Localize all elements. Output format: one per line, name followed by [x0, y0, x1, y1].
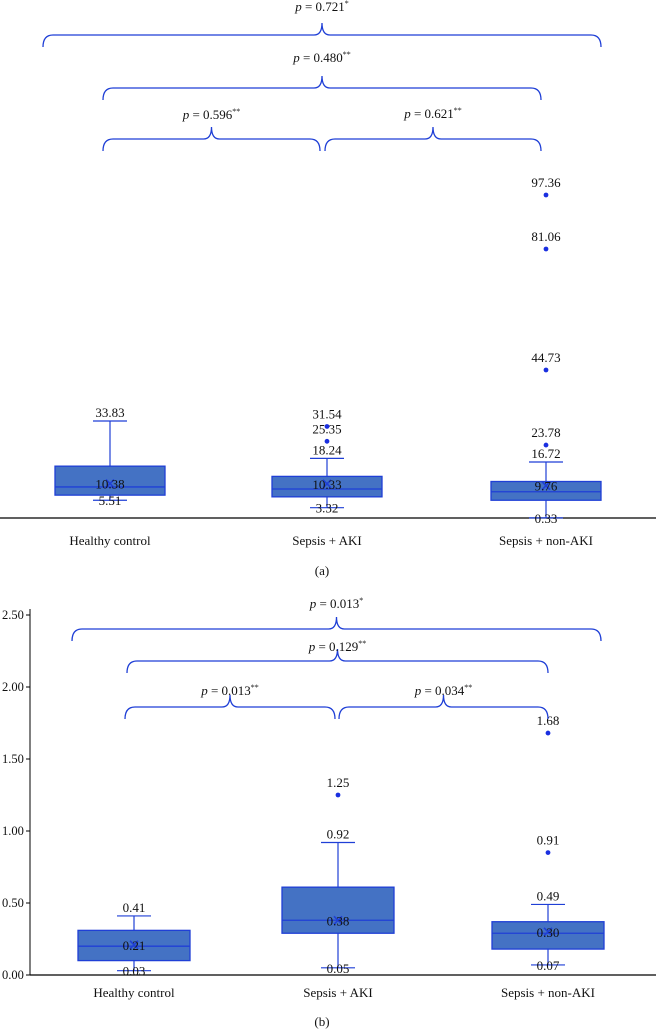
min-label: 0.07	[537, 958, 560, 973]
category-label: Sepsis + non-AKI	[501, 985, 595, 1000]
mean-label: 10.33	[312, 477, 341, 492]
box	[54, 465, 166, 496]
outlier-label: 0.91	[537, 833, 560, 848]
y-tick-label: 0.00	[2, 968, 24, 982]
category-label: Sepsis + AKI	[303, 985, 372, 1000]
comparison-brace	[338, 694, 549, 720]
p-value-label: p = 0.596**	[182, 107, 241, 122]
comparison-brace	[124, 694, 336, 720]
category-label: Sepsis + AKI	[292, 533, 361, 548]
outlier-label: 1.68	[537, 713, 560, 728]
outlier-label: 31.54	[312, 406, 342, 421]
mean-marker	[543, 927, 553, 937]
y-tick-label: 2.50	[2, 608, 24, 622]
outlier-point	[543, 442, 549, 448]
mean-label: 10.38	[95, 477, 124, 492]
outlier-point	[543, 367, 549, 373]
min-label: 0.33	[535, 511, 558, 526]
outlier-point	[545, 730, 551, 736]
category-label: Healthy control	[93, 985, 175, 1000]
min-label: 0.03	[123, 964, 146, 979]
mean-marker	[129, 940, 139, 950]
comparison-brace	[102, 75, 542, 101]
panel-label: (a)	[315, 563, 329, 578]
y-tick-label: 0.50	[2, 896, 24, 910]
category-label: Healthy control	[69, 533, 151, 548]
box	[490, 480, 602, 501]
y-tick-label: 2.00	[2, 680, 24, 694]
min-label: 3.32	[316, 501, 339, 516]
outlier-label: 97.36	[531, 175, 561, 190]
mean-label: 0.21	[123, 938, 146, 953]
p-value-label: p = 0.721*	[294, 0, 349, 14]
outlier-label: 44.73	[531, 350, 560, 365]
outlier-point	[335, 792, 341, 798]
max-label: 33.83	[95, 405, 124, 420]
mean-marker	[322, 479, 332, 489]
max-label: 16.72	[531, 446, 560, 461]
outlier-label: 81.06	[531, 229, 561, 244]
p-value-label: p = 0.621**	[403, 106, 462, 121]
mean-label: 9.76	[535, 479, 558, 494]
box	[281, 886, 395, 934]
comparison-brace	[324, 126, 542, 152]
comparison-brace	[126, 648, 549, 674]
category-label: Sepsis + non-AKI	[499, 533, 593, 548]
panel-b: 0.00 0.50 1.00 1.50 2.00 2.50 0.41 0.21 0.03Heal…	[2, 608, 656, 1029]
box	[271, 475, 383, 498]
outlier-label: 23.78	[531, 425, 560, 440]
mean-marker	[333, 915, 343, 925]
comparison-brace	[102, 126, 321, 152]
outlier-point	[543, 192, 549, 198]
p-value-label: p = 0.013*	[309, 596, 364, 611]
y-tick-label: 1.50	[2, 752, 24, 766]
max-label: 0.41	[123, 900, 146, 915]
panel-label: (b)	[314, 1014, 329, 1029]
outlier-point	[545, 850, 551, 855]
mean-label: 0.38	[327, 913, 350, 928]
min-label: 0.05	[327, 961, 350, 976]
mean-label: 0.30	[537, 925, 560, 940]
outlier-label: 1.25	[327, 775, 350, 790]
comparison-brace	[71, 616, 602, 642]
y-tick-label: 1.00	[2, 824, 24, 838]
mean-marker	[541, 481, 551, 491]
max-label: 18.24	[312, 442, 342, 457]
max-label: 0.49	[537, 888, 560, 903]
outlier-point	[543, 246, 549, 252]
p-value-label: p = 0.034**	[414, 683, 473, 698]
comparison-brace	[42, 22, 602, 48]
outlier-point	[324, 424, 330, 429]
max-label: 0.92	[327, 827, 350, 842]
min-label: 5.51	[99, 493, 122, 508]
p-value-label: p = 0.013**	[200, 683, 259, 698]
box	[491, 921, 605, 950]
mean-marker	[105, 479, 115, 489]
p-value-label: p = 0.480**	[292, 50, 351, 65]
outlier-point	[324, 438, 330, 444]
p-value-label: p = 0.129**	[308, 639, 367, 654]
